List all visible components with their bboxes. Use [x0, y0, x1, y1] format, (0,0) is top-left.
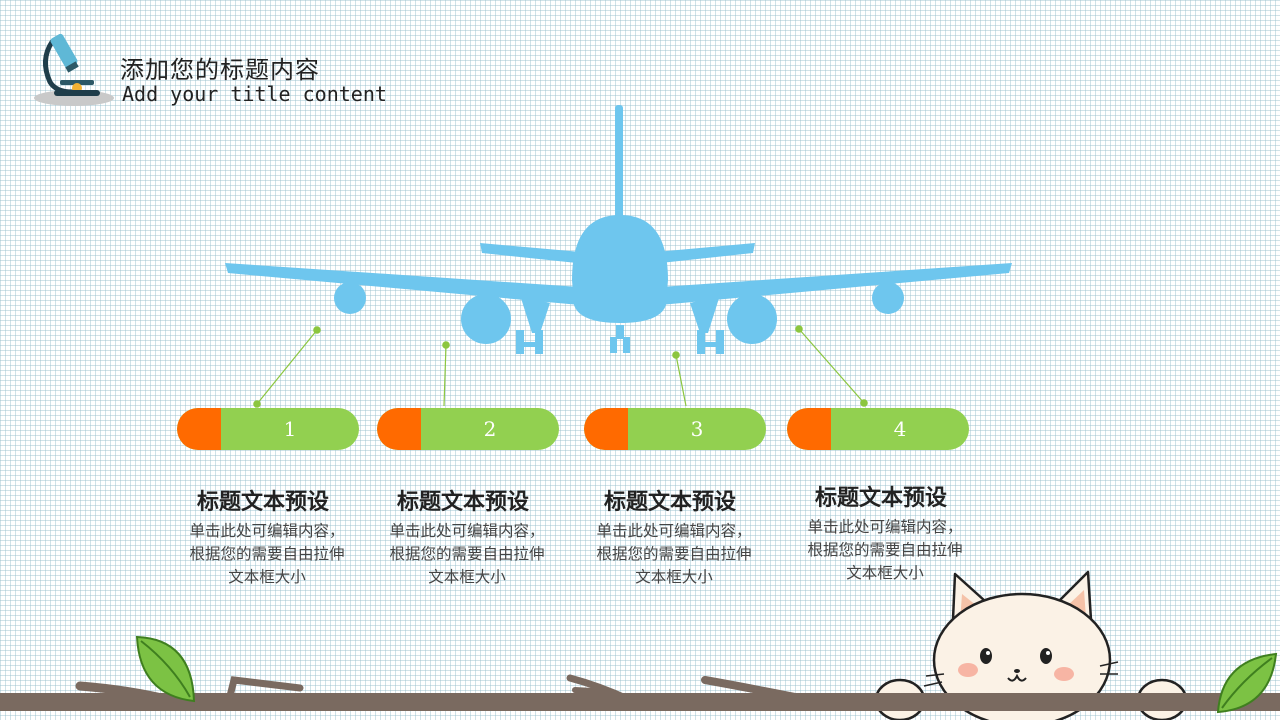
step-4-desc-line-3: 文本框大小 [846, 564, 924, 582]
step-2-pill[interactable]: 2 [377, 408, 559, 450]
step-3-desc-line-1: 单击此处可编辑内容， [596, 522, 752, 540]
step-3-pill-cap [584, 408, 628, 450]
step-4-description[interactable]: 单击此处可编辑内容， 根据您的需要自由拉伸 文本框大小 [790, 516, 980, 585]
step-2-title[interactable]: 标题文本预设 [396, 489, 529, 515]
step-1-number: 1 [283, 417, 297, 441]
step-4-pill-cap [787, 408, 831, 450]
step-3-pill[interactable]: 3 [584, 408, 766, 450]
step-3-desc-line-3: 文本框大小 [635, 568, 713, 586]
step-2-desc-line-1: 单击此处可编辑内容， [389, 522, 545, 540]
branch-decoration [0, 674, 1280, 711]
page-title: 添加您的标题内容 [120, 56, 320, 84]
step-2-desc-line-3: 文本框大小 [428, 568, 506, 586]
step-1-description[interactable]: 单击此处可编辑内容， 根据您的需要自由拉伸 文本框大小 [172, 520, 362, 589]
leaf-icon [1216, 652, 1278, 714]
step-3-number: 3 [690, 417, 704, 441]
page-subtitle: Add your title content [122, 82, 387, 106]
step-2-desc-line-2: 根据您的需要自由拉伸 [389, 545, 545, 563]
step-2-description[interactable]: 单击此处可编辑内容， 根据您的需要自由拉伸 文本框大小 [372, 520, 562, 589]
step-1-desc-line-2: 根据您的需要自由拉伸 [189, 545, 345, 563]
step-4-desc-line-1: 单击此处可编辑内容， [807, 518, 963, 536]
step-2-number: 2 [483, 417, 497, 441]
microscope-icon [34, 33, 114, 106]
step-4-title[interactable]: 标题文本预设 [814, 485, 947, 511]
step-1-desc-line-3: 文本框大小 [228, 568, 306, 586]
step-4-number: 4 [893, 417, 907, 441]
step-2-pill-cap [377, 408, 421, 450]
airplane-illustration [225, 105, 1012, 354]
step-3-desc-line-2: 根据您的需要自由拉伸 [596, 545, 752, 563]
step-3-title[interactable]: 标题文本预设 [603, 489, 736, 515]
leaf-icon [135, 635, 196, 703]
step-1-title[interactable]: 标题文本预设 [196, 489, 329, 515]
step-1-pill-cap [177, 408, 221, 450]
step-4-pill[interactable]: 4 [787, 408, 969, 450]
step-3-description[interactable]: 单击此处可编辑内容， 根据您的需要自由拉伸 文本框大小 [579, 520, 769, 589]
step-4-desc-line-2: 根据您的需要自由拉伸 [807, 541, 963, 559]
step-1-desc-line-1: 单击此处可编辑内容， [189, 522, 345, 540]
step-1-pill[interactable]: 1 [177, 408, 359, 450]
